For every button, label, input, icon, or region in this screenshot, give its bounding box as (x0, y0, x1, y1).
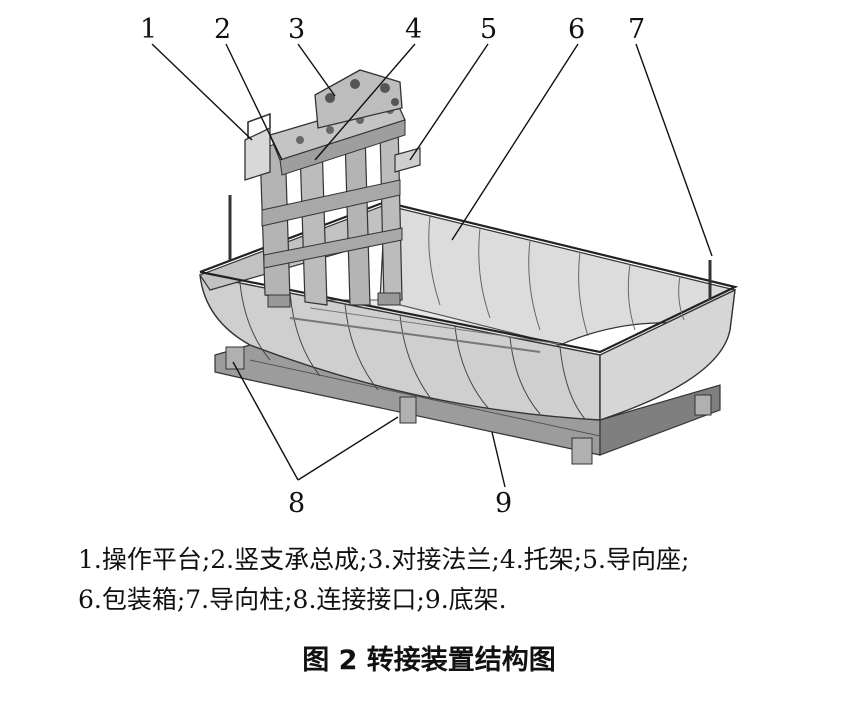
legend-line-1: 1.操作平台;2.竖支承总成;3.对接法兰;4.托架;5.导向座; (78, 545, 690, 574)
guide-columns (228, 195, 712, 300)
leader-lines (151, 43, 713, 488)
packing-box (199, 200, 739, 421)
base-frame (214, 344, 721, 465)
label-4: 4 (405, 14, 422, 45)
label-7: 7 (628, 14, 645, 45)
structure-diagram: 1 2 3 4 5 6 7 8 9 (140, 14, 739, 519)
label-9: 9 (495, 488, 512, 519)
legend-line-2: 6.包装箱;7.导向柱;8.连接接口;9.底架. (78, 585, 507, 614)
legend-caption: 1.操作平台;2.竖支承总成;3.对接法兰;4.托架;5.导向座; 6.包装箱;… (78, 540, 838, 620)
label-3: 3 (288, 14, 305, 45)
label-8: 8 (288, 488, 305, 519)
operation-platform (244, 112, 271, 181)
label-1: 1 (140, 14, 157, 45)
label-5: 5 (480, 14, 497, 45)
label-6: 6 (568, 14, 585, 45)
figure-title: 图 2 转接装置结构图 (302, 645, 556, 676)
vertical-support-assembly (259, 123, 403, 308)
label-2: 2 (214, 14, 231, 45)
